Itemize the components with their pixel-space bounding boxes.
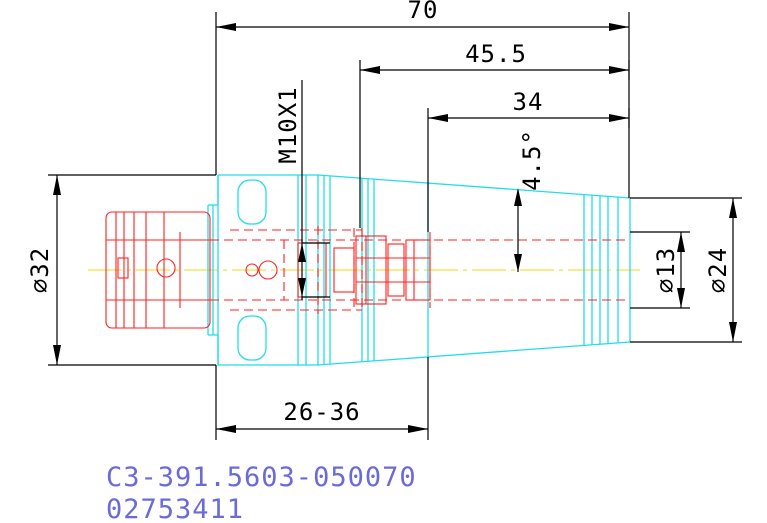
dim-taper-angle: 4.5° [514, 129, 546, 272]
part-number: C3-391.5603-050070 [106, 462, 417, 493]
dim-length-3: 34 [427, 88, 630, 232]
dim-diameter-shank-label: ⌀32 [26, 247, 54, 293]
dim-thread: M10X1 [274, 80, 330, 300]
dim-diameter-bore-label: ⌀13 [652, 247, 680, 293]
dim-diameter-bore: ⌀13 [630, 231, 690, 309]
dim-overall-length: 70 [215, 0, 630, 198]
dim-diameter-nose-label: ⌀24 [704, 247, 732, 293]
dim-length-2: 45.5 [359, 40, 630, 228]
item-code: 02753411 [106, 494, 244, 523]
dim-thread-label: M10X1 [274, 86, 302, 163]
dim-overall-length-label: 70 [408, 0, 439, 24]
dim-taper-angle-label: 4.5° [518, 129, 546, 191]
hidden-details [105, 211, 630, 329]
dim-length-2-label: 45.5 [465, 40, 527, 68]
dim-clamping-range: 26-36 [215, 357, 429, 440]
dim-length-3-label: 34 [513, 88, 544, 116]
dim-diameter-nose: ⌀24 [630, 197, 742, 343]
dim-clamping-range-label: 26-36 [283, 398, 360, 426]
dim-diameter-shank: ⌀32 [26, 174, 216, 366]
